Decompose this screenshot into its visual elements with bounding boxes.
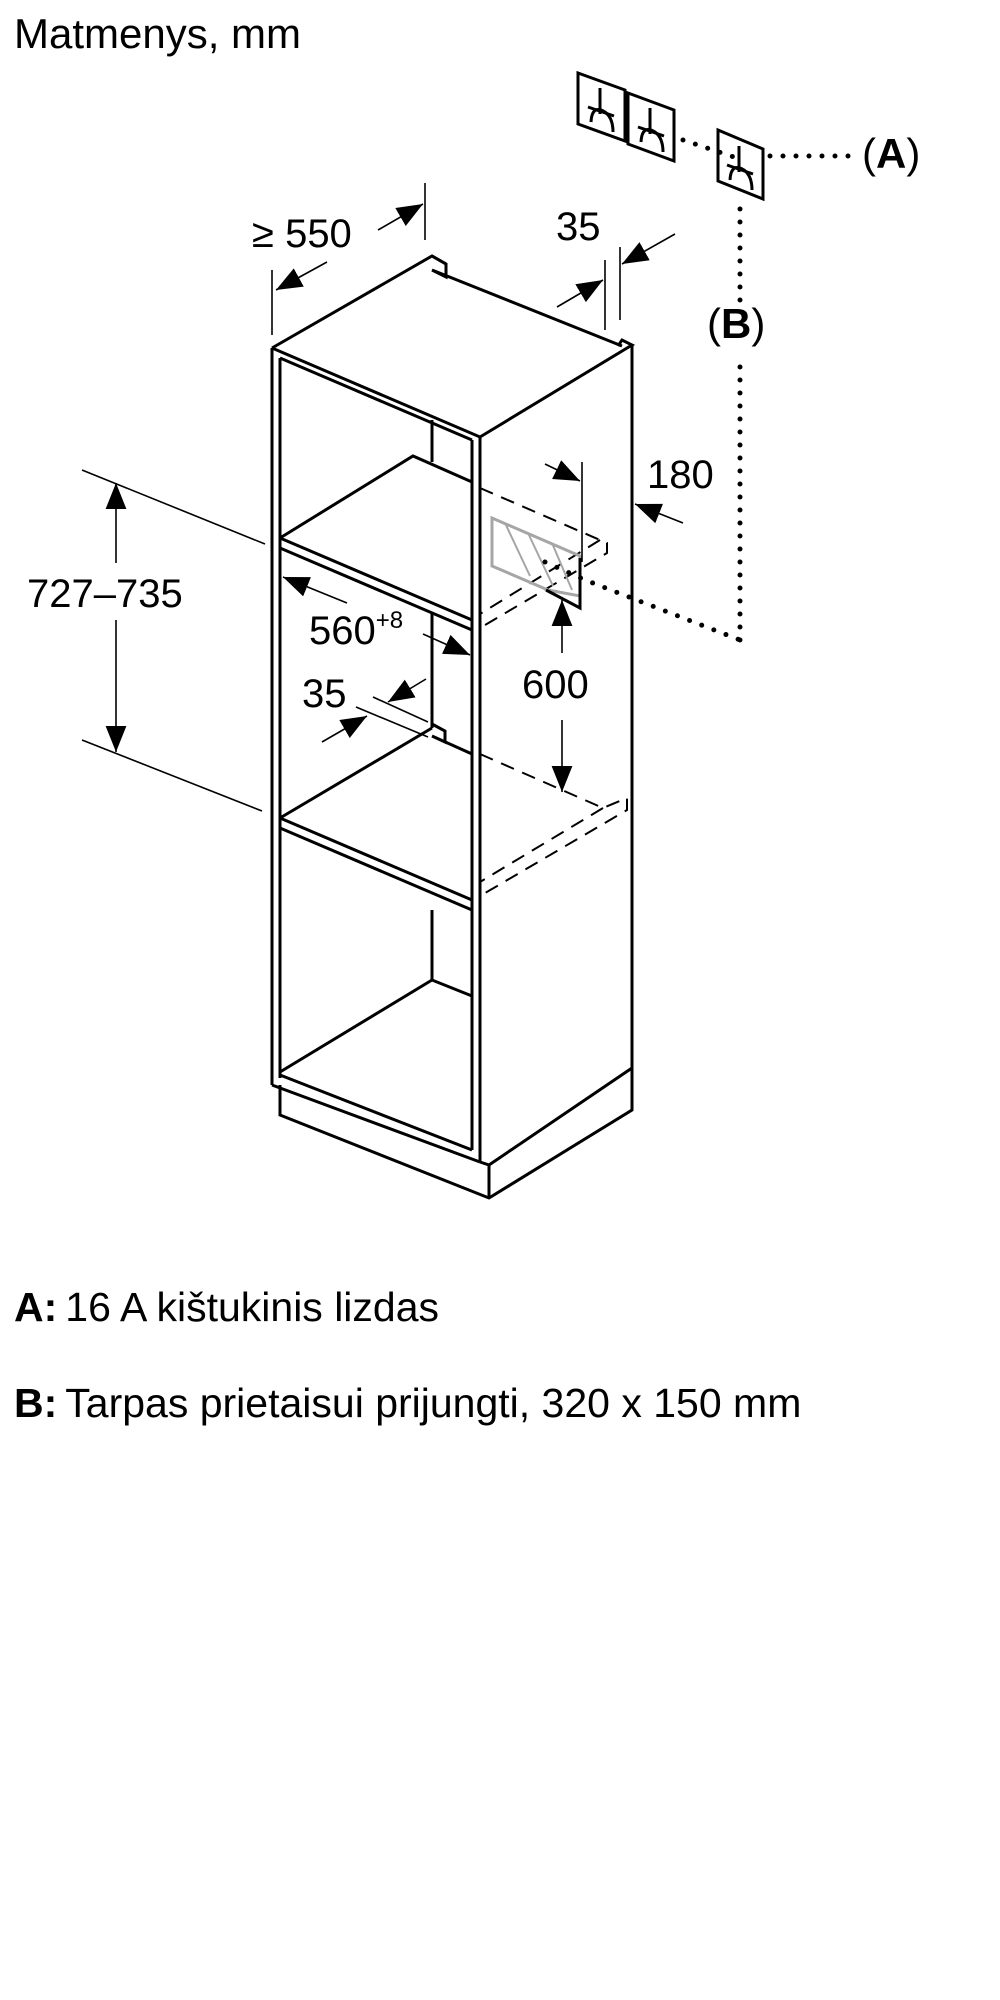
dotted-connection-lines bbox=[542, 137, 853, 643]
legend-key-a: A: bbox=[14, 1284, 58, 1330]
legend-key-b: B: bbox=[14, 1380, 58, 1426]
dim-back-gap-top: 35 bbox=[556, 205, 601, 249]
callout-a: (A) bbox=[862, 130, 920, 177]
socket-icon bbox=[626, 90, 676, 164]
dim-niche-height: 727–735 bbox=[27, 572, 183, 616]
legend-item-a: A:16 A kištukinis lizdas bbox=[14, 1282, 439, 1332]
cabinet bbox=[270, 254, 636, 1200]
dimension-labels: ≥ 550 35 727–735 560+8 35 600 180 bbox=[27, 205, 714, 716]
dim-niche-width: 560+8 bbox=[309, 607, 403, 653]
dimension-lines bbox=[81, 183, 684, 812]
dim-cutout-offset: 180 bbox=[647, 453, 714, 497]
socket-icon bbox=[576, 70, 627, 144]
dim-depth-min: ≥ 550 bbox=[252, 212, 352, 256]
dim-niche-width-tolerance: +8 bbox=[376, 607, 403, 634]
legend-item-b: B:Tarpas prietaisui prijungti, 320 x 150… bbox=[14, 1378, 801, 1428]
hatched-cutout-icon bbox=[490, 515, 582, 611]
hidden-lines bbox=[479, 487, 628, 897]
installation-diagram: ≥ 550 35 727–735 560+8 35 600 180 (A) (B… bbox=[27, 70, 920, 1200]
page-title: Matmenys, mm bbox=[14, 10, 302, 57]
dim-niche-width-value: 560 bbox=[309, 609, 376, 653]
dim-shelf-spacing: 600 bbox=[522, 663, 589, 707]
callout-labels: (A) (B) bbox=[707, 130, 920, 347]
socket-icon bbox=[716, 127, 765, 202]
dim-back-gap-bottom: 35 bbox=[302, 672, 347, 716]
socket-icons bbox=[576, 70, 765, 202]
legend-text-a: 16 A kištukinis lizdas bbox=[65, 1284, 440, 1330]
legend-text-b: Tarpas prietaisui prijungti, 320 x 150 m… bbox=[65, 1380, 802, 1426]
callout-b: (B) bbox=[707, 300, 765, 347]
